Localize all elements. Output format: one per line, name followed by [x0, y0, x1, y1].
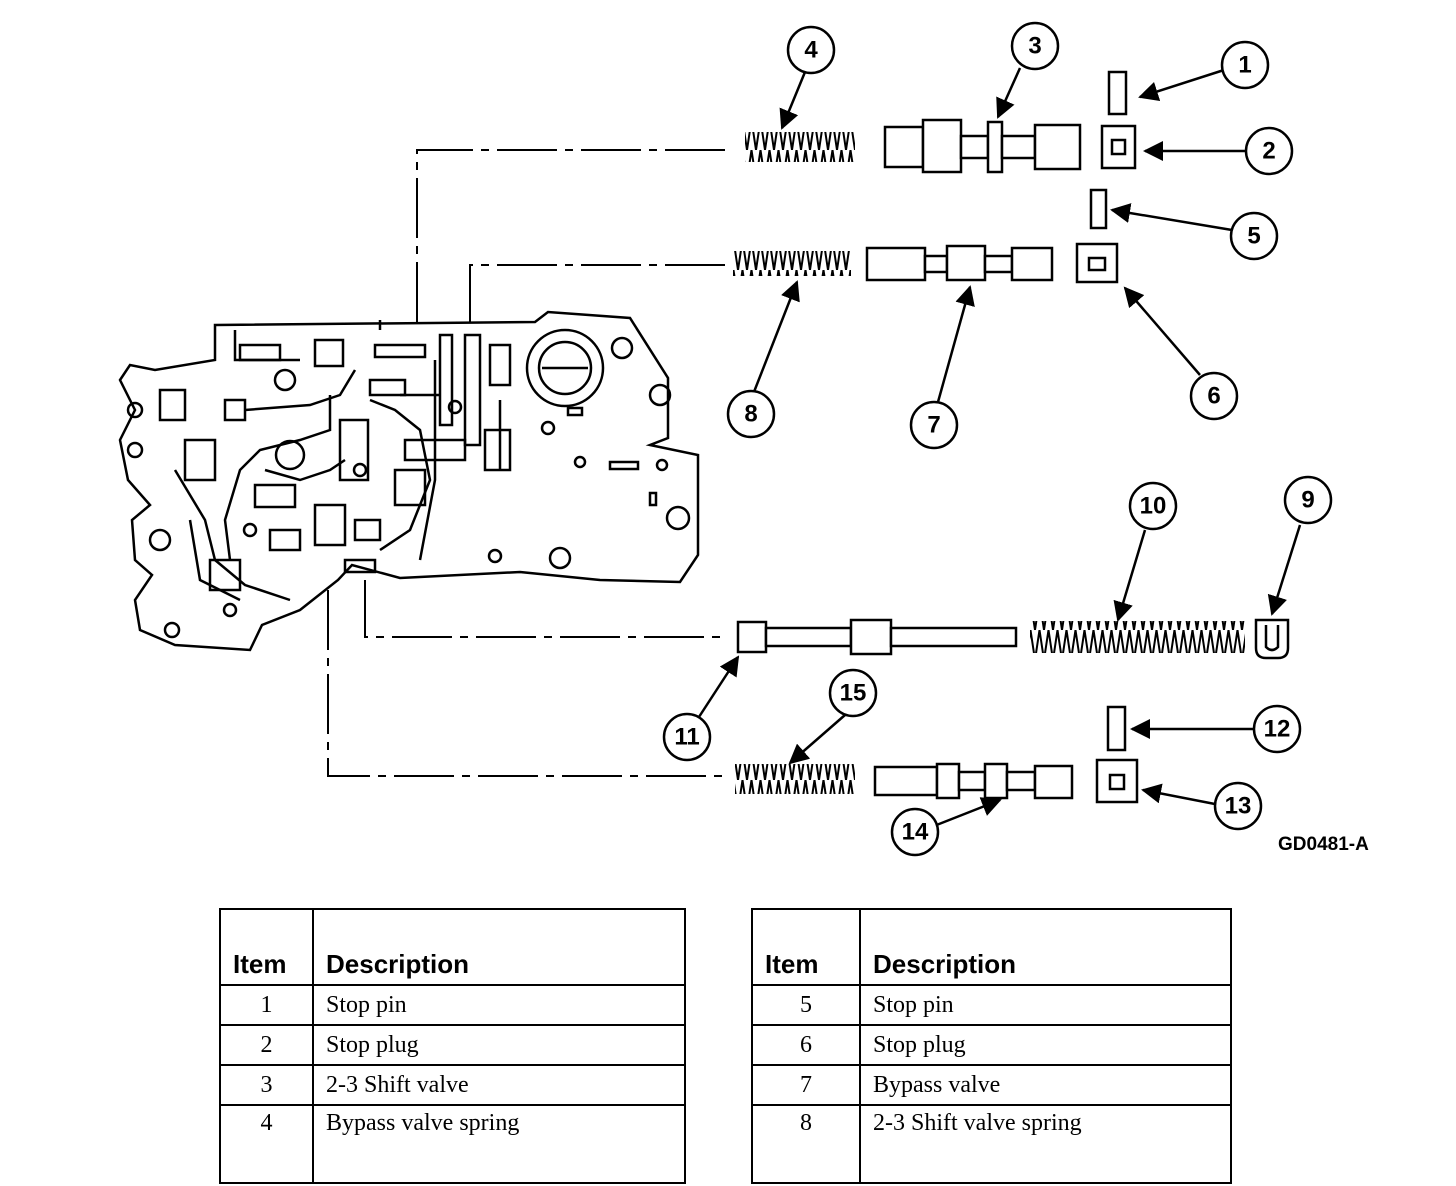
table-row: 3 2-3 Shift valve [219, 1064, 686, 1106]
item-number: 2 [219, 1024, 314, 1066]
callout-11: 11 [674, 724, 699, 751]
bypass-valve-7 [865, 244, 1054, 282]
item-description: Stop plug [312, 1024, 686, 1066]
legend-table-right: Item Description 5 Stop pin 6 Stop plug … [751, 908, 1232, 1184]
retainer-9 [1254, 618, 1290, 660]
item-number: 8 [751, 1104, 861, 1184]
item-number: 7 [751, 1064, 861, 1106]
valve-body [118, 310, 700, 652]
table-row: 4 Bypass valve spring [219, 1104, 686, 1184]
callout-4: 4 [804, 37, 818, 64]
item-description: Stop pin [859, 984, 1232, 1026]
item-number: 5 [751, 984, 861, 1026]
callout-9: 9 [1301, 487, 1314, 514]
table-row: 5 Stop pin [751, 984, 1232, 1026]
callout-5: 5 [1247, 223, 1260, 250]
table-row: 2 Stop plug [219, 1024, 686, 1066]
spring-15 [735, 764, 855, 794]
item-number: 6 [751, 1024, 861, 1066]
exploded-view-diagram: 1 2 3 4 5 6 7 8 9 10 11 12 13 14 15 [118, 21, 1333, 857]
shift-valve-3 [883, 118, 1082, 174]
legend-table-left: Item Description 1 Stop pin 2 Stop plug … [219, 908, 686, 1184]
figure-code: GD0481-A [1278, 834, 1369, 855]
callout-7: 7 [927, 412, 940, 439]
header-description: Description [859, 908, 1232, 986]
callout-1: 1 [1238, 52, 1251, 79]
callout-12: 12 [1264, 716, 1291, 743]
callout-arrows [695, 67, 1302, 828]
callout-2: 2 [1262, 138, 1275, 165]
callout-13: 13 [1225, 793, 1252, 820]
stop-pins-plugs [1075, 70, 1139, 804]
table-header-row: Item Description [751, 908, 1232, 986]
item-number: 3 [219, 1064, 314, 1106]
table-row: 7 Bypass valve [751, 1064, 1232, 1106]
callout-8: 8 [744, 401, 757, 428]
table-row: 1 Stop pin [219, 984, 686, 1026]
callout-3: 3 [1028, 33, 1041, 60]
valve-11 [736, 618, 1018, 656]
header-description: Description [312, 908, 686, 986]
table-row: 6 Stop plug [751, 1024, 1232, 1066]
item-number: 1 [219, 984, 314, 1026]
callout-6: 6 [1207, 383, 1220, 410]
spring-8 [733, 251, 851, 276]
callout-circles [662, 21, 1333, 857]
item-description: Stop plug [859, 1024, 1232, 1066]
valve-14 [873, 762, 1074, 800]
callout-labels: 1 2 3 4 5 6 7 8 9 10 11 12 13 14 15 [674, 33, 1314, 846]
item-description: Bypass valve spring [312, 1104, 686, 1184]
spring-4 [745, 132, 855, 162]
callout-15: 15 [840, 680, 867, 707]
callout-14: 14 [902, 819, 929, 846]
item-number: 4 [219, 1104, 314, 1184]
spring-10 [1030, 621, 1245, 653]
table-header-row: Item Description [219, 908, 686, 986]
leader-lines [327, 149, 725, 777]
item-description: Bypass valve [859, 1064, 1232, 1106]
item-description: 2-3 Shift valve spring [859, 1104, 1232, 1184]
table-row: 8 2-3 Shift valve spring [751, 1104, 1232, 1184]
item-description: Stop pin [312, 984, 686, 1026]
callout-10: 10 [1140, 493, 1167, 520]
header-item: Item [219, 908, 314, 986]
header-item: Item [751, 908, 861, 986]
item-description: 2-3 Shift valve [312, 1064, 686, 1106]
